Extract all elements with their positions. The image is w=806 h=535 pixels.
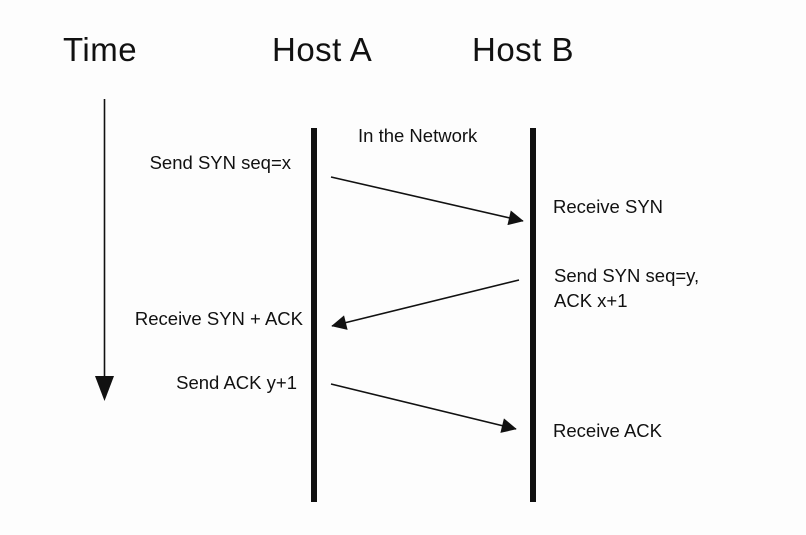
time-axis-arrowhead-icon [95,376,114,401]
send-syn-ack-line1: Send SYN seq=y, [554,265,700,286]
send-syn-label: Send SYN seq=x [149,152,291,173]
host-b-lifeline [530,128,536,502]
syn-arrow [330,176,524,226]
receive-ack-label: Receive ACK [553,420,662,441]
receive-syn-ack-label: Receive SYN + ACK [134,308,303,329]
host-a-lifeline [311,128,317,502]
send-syn-ack-label: Send SYN seq=y, ACK x+1 [554,263,699,313]
syn-ack-arrow [331,279,520,330]
send-syn-ack-line2: ACK x+1 [554,290,628,311]
host-b-label: Host B [472,31,575,68]
host-a-label: Host A [272,31,373,68]
receive-syn-label: Receive SYN [553,196,664,217]
network-label: In the Network [358,125,478,146]
ack-arrow [330,383,517,433]
time-axis-label: Time [63,31,138,68]
send-ack-label: Send ACK y+1 [176,372,297,393]
